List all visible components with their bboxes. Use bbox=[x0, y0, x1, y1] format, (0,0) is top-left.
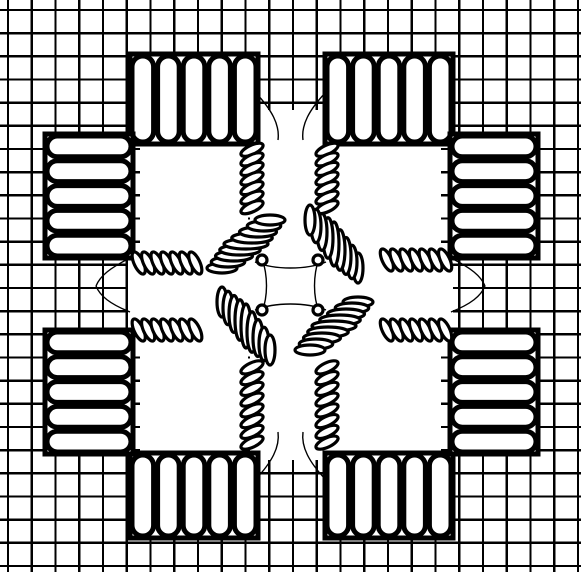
satin-stitch bbox=[47, 235, 131, 256]
satin-stitch bbox=[47, 210, 131, 231]
satin-stitch bbox=[132, 56, 154, 142]
satin-stitch bbox=[234, 56, 256, 142]
satin-stitch bbox=[404, 455, 426, 536]
satin-stitch bbox=[378, 455, 400, 536]
satin-block-top-left bbox=[130, 54, 258, 144]
corded-bar-bottom-left bbox=[239, 358, 265, 452]
satin-stitch bbox=[47, 406, 131, 427]
wrap-stitch bbox=[305, 205, 315, 235]
satin-stitch bbox=[158, 56, 180, 142]
satin-block-left-lower bbox=[45, 330, 133, 454]
satin-stitch bbox=[209, 56, 231, 142]
satin-stitch bbox=[209, 455, 231, 536]
satin-stitch bbox=[452, 431, 536, 452]
satin-stitch bbox=[429, 56, 451, 142]
corded-bar-left-upper bbox=[129, 250, 204, 276]
open-panes bbox=[128, 110, 453, 460]
satin-block-right-upper bbox=[450, 134, 538, 258]
satin-stitch bbox=[452, 210, 536, 231]
satin-stitch bbox=[183, 455, 205, 536]
satin-stitch bbox=[452, 332, 536, 353]
satin-stitch bbox=[327, 56, 349, 142]
satin-stitch bbox=[47, 357, 131, 378]
satin-stitch bbox=[327, 455, 349, 536]
satin-stitch bbox=[47, 161, 131, 182]
satin-stitch bbox=[452, 161, 536, 182]
satin-stitch bbox=[452, 382, 536, 403]
satin-stitch bbox=[158, 455, 180, 536]
satin-stitch bbox=[452, 186, 536, 207]
satin-stitch bbox=[378, 56, 400, 142]
satin-stitch bbox=[132, 455, 154, 536]
wrap-stitch bbox=[255, 215, 285, 225]
satin-stitch bbox=[183, 56, 205, 142]
wrap-stitch bbox=[265, 335, 275, 365]
satin-stitch bbox=[47, 382, 131, 403]
satin-stitch bbox=[234, 455, 256, 536]
wrap-stitch bbox=[295, 345, 325, 355]
satin-stitch bbox=[429, 455, 451, 536]
satin-stitch bbox=[452, 357, 536, 378]
satin-block-bottom-left bbox=[130, 453, 258, 538]
satin-stitch bbox=[452, 235, 536, 256]
open-pane bbox=[140, 320, 248, 460]
satin-block-left-upper bbox=[45, 134, 133, 258]
corded-bar-right-lower bbox=[378, 317, 455, 343]
corner-knot bbox=[313, 255, 323, 265]
satin-stitch bbox=[47, 136, 131, 157]
satin-stitch bbox=[452, 136, 536, 157]
corner-knot bbox=[313, 305, 323, 315]
satin-block-bottom-right bbox=[325, 453, 453, 538]
satin-stitch bbox=[353, 56, 375, 142]
corner-knot bbox=[257, 255, 267, 265]
open-pane bbox=[333, 320, 441, 460]
satin-stitch bbox=[47, 431, 131, 452]
satin-stitch bbox=[353, 455, 375, 536]
satin-stitch bbox=[404, 56, 426, 142]
corded-bar-top-right bbox=[314, 141, 340, 217]
satin-stitch bbox=[47, 332, 131, 353]
satin-block-top-right bbox=[325, 54, 453, 144]
satin-stitch bbox=[47, 186, 131, 207]
corded-bar-top-left bbox=[239, 141, 265, 217]
corded-bar-right-upper bbox=[378, 247, 455, 273]
corded-bar-left-lower bbox=[129, 317, 204, 343]
satin-block-right-lower bbox=[450, 330, 538, 454]
corner-knot bbox=[257, 305, 267, 315]
satin-stitch bbox=[452, 406, 536, 427]
corded-bar-bottom-right bbox=[314, 358, 340, 452]
